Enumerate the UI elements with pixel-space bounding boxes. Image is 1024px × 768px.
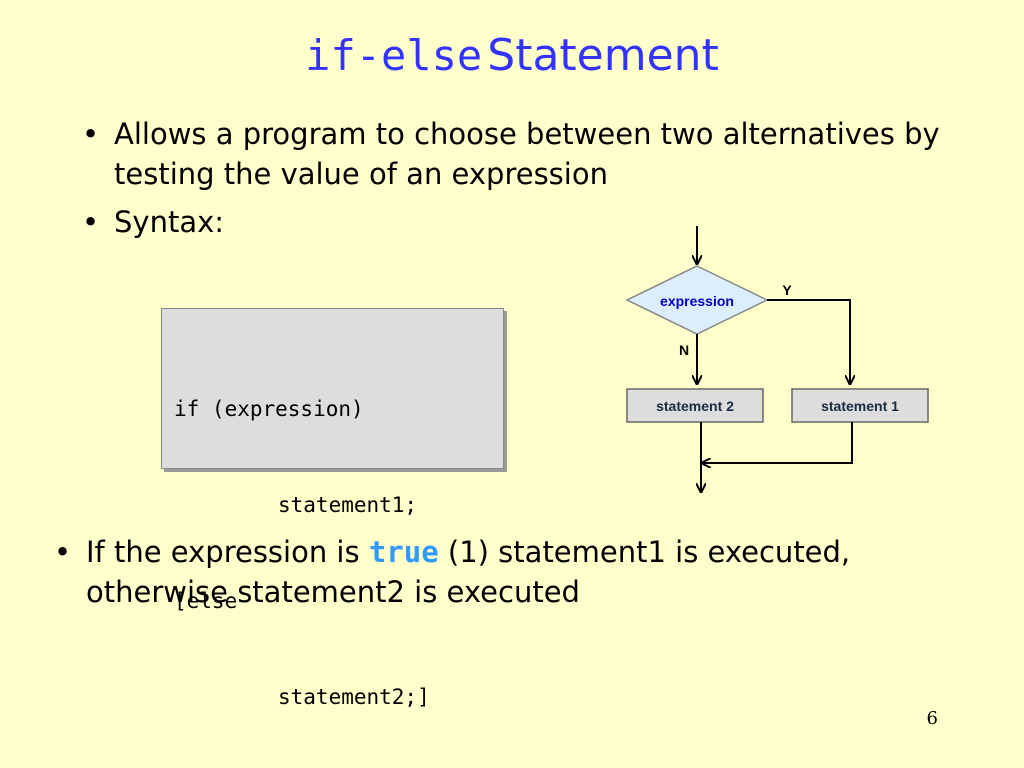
bullet-description: • Allows a program to choose between two… bbox=[82, 114, 994, 194]
statement-1-box bbox=[791, 388, 929, 423]
syntax-code-block: if (expression) statement1; [else statem… bbox=[161, 308, 504, 709]
condition-label: expression bbox=[660, 293, 734, 309]
bullet-syntax-text: Syntax: bbox=[114, 205, 225, 239]
yes-label: Y bbox=[782, 282, 792, 298]
yes-branch-arrow bbox=[767, 299, 850, 384]
slide-title: if-else Statement bbox=[0, 30, 1024, 81]
statement-2-box bbox=[626, 388, 764, 423]
code-line-3: [else bbox=[174, 589, 238, 613]
no-label: N bbox=[679, 342, 689, 358]
code-line-2: statement1; bbox=[278, 493, 418, 517]
bullet-description-text: Allows a program to choose between two a… bbox=[114, 117, 940, 191]
merge-arrow bbox=[702, 422, 853, 463]
code-line-4: statement2;] bbox=[278, 685, 430, 709]
bullet-dot-icon: • bbox=[54, 535, 72, 569]
bullet-syntax: • Syntax: bbox=[82, 202, 414, 242]
bullet-dot-icon: • bbox=[82, 205, 100, 239]
bullet-dot-icon: • bbox=[82, 117, 100, 151]
true-keyword: true bbox=[368, 535, 439, 569]
statement-2-label: statement 2 bbox=[656, 398, 734, 414]
title-code-text: if-else bbox=[305, 31, 483, 80]
statement-1-label: statement 1 bbox=[821, 398, 899, 414]
page-number: 6 bbox=[926, 708, 938, 729]
bullet-explanation: • If the expression is true (1) statemen… bbox=[54, 532, 986, 612]
bullet-explanation-pre: If the expression is bbox=[86, 535, 369, 569]
title-text: Statement bbox=[487, 30, 719, 81]
bullet-explanation-post: (1) statement1 is executed, otherwise st… bbox=[86, 535, 851, 609]
code-line-1: if (expression) bbox=[174, 397, 364, 421]
